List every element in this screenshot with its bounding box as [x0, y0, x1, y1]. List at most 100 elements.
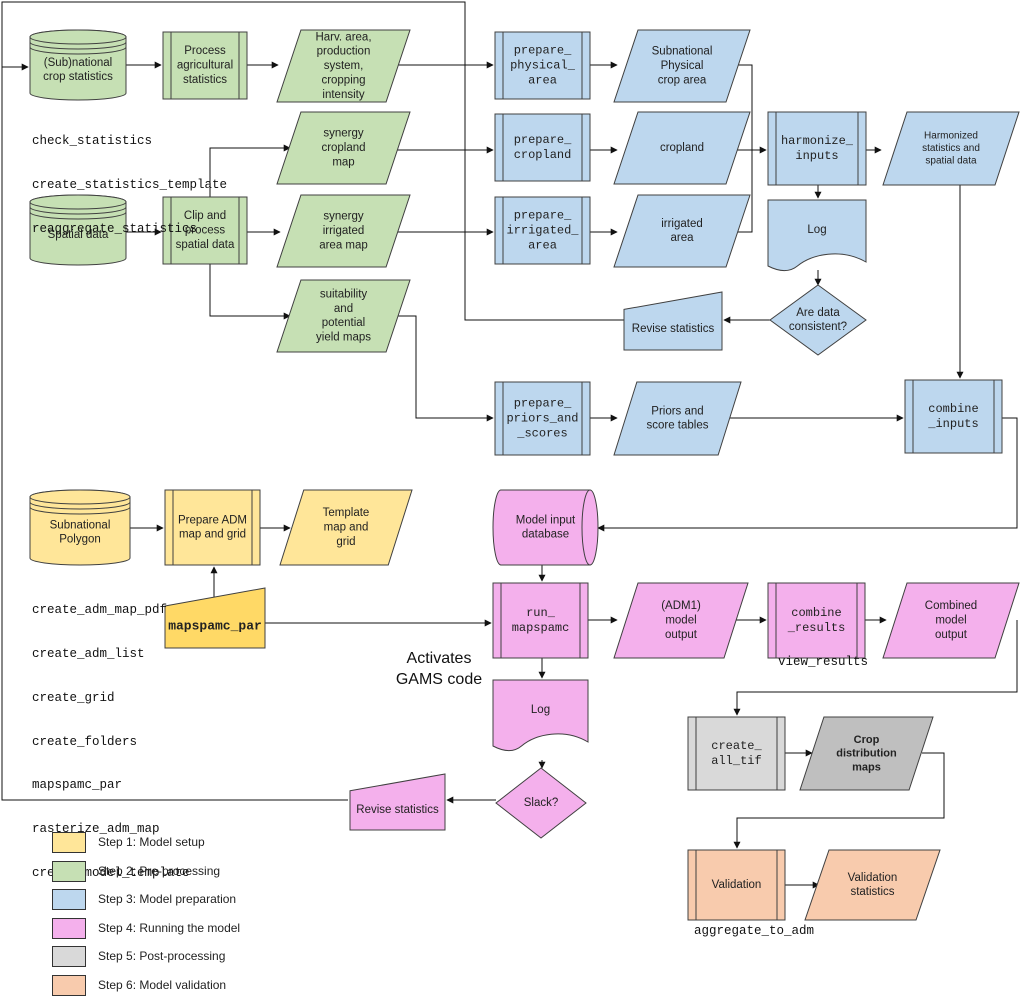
harmonize-inputs-node: harmonize_inputs: [767, 111, 867, 186]
legend-label: Step 3: Model preparation: [98, 892, 237, 906]
node-label: model: [935, 615, 966, 627]
node-label: Log: [531, 704, 550, 716]
combine-results-node: combine_results: [767, 582, 866, 659]
node-label: statistics and: [922, 143, 980, 154]
function-name: create_folders: [32, 734, 138, 749]
node-label: cropland: [660, 142, 704, 154]
prepare-cropland-node: prepare_cropland: [494, 113, 591, 182]
node-label: run_: [526, 606, 556, 620]
node-label: map and grid: [179, 529, 246, 541]
node-label: area: [528, 239, 557, 253]
legend-label: Step 1: Model setup: [98, 835, 205, 849]
node-label: map and: [324, 522, 369, 534]
legend-swatch: [52, 860, 86, 882]
node-label: irrigated: [323, 225, 365, 237]
connector-arrow: [733, 752, 945, 849]
node-label: score tables: [646, 420, 708, 432]
node-label: Harv. area,: [315, 31, 371, 43]
node-label: mapspamc: [512, 621, 570, 635]
node-label: potential: [322, 317, 365, 329]
harv-area-production-node: Harv. area,productionsystem,croppinginte…: [276, 29, 411, 103]
node-label: Physical: [661, 60, 704, 72]
node-label: Log: [807, 224, 826, 236]
node-label: combine: [791, 606, 841, 620]
node-label: maps: [852, 761, 881, 773]
node-label: statistics: [183, 74, 227, 86]
node-label: consistent?: [789, 321, 847, 333]
node-label: Crop: [854, 734, 880, 746]
node-label: _scores: [516, 427, 567, 441]
node-label: system,: [324, 60, 364, 72]
function-name: create_adm_map_pdf: [32, 603, 168, 618]
aggregate-to-adm-function: aggregate_to_adm: [694, 924, 815, 938]
legend-label: Step 6: Model validation: [98, 977, 227, 992]
node-label: physical_: [510, 59, 576, 73]
revise-statistics-top-node: Revise statistics: [623, 291, 723, 351]
view-results-function: view_results: [778, 655, 869, 669]
node-label: Model input: [516, 514, 576, 526]
node-label: model: [665, 615, 696, 627]
legend-swatch: [52, 917, 86, 939]
connector-arrow: [209, 264, 291, 320]
connector-arrow: [738, 150, 753, 233]
node-label: intensity: [322, 89, 364, 101]
legend-swatch: [52, 832, 86, 853]
legend-swatch: [52, 946, 86, 967]
revise-statistics-bottom-node: Revise statistics: [349, 773, 446, 831]
node-label: synergy: [323, 211, 364, 223]
node-label: statistics: [850, 886, 894, 898]
node-label: production: [317, 46, 371, 58]
node-label: (Sub)national: [44, 57, 112, 69]
node-label: _results: [787, 621, 846, 635]
node-label: area map: [319, 239, 368, 251]
connector-arrow: [1, 1, 624, 801]
node-label: Subnational: [50, 519, 111, 531]
node-label: all_tif: [711, 754, 761, 768]
synergy-irrigated-area-map-node: synergy irrigated area map: [276, 194, 411, 268]
cropland-node: cropland: [613, 111, 751, 185]
function-name: create_grid: [32, 690, 115, 705]
connector-arrow: [385, 315, 494, 422]
run-mapspamc-node: run_mapspamc: [492, 582, 589, 659]
node-label: Template: [323, 507, 370, 519]
node-label: Slack?: [524, 797, 559, 809]
node-label: Combined: [925, 600, 977, 612]
connector-lines: [1, 1, 1018, 889]
node-label: priors_and: [506, 412, 578, 426]
node-label: spatial data: [176, 239, 235, 251]
node-label: area: [670, 232, 694, 244]
node-label: prepare_: [514, 44, 572, 58]
node-label: Validation: [712, 879, 762, 891]
node-label: output: [935, 629, 968, 641]
function-name: check_statistics: [32, 134, 153, 149]
annotation-line: Activates: [406, 650, 472, 667]
node-label: irrigated: [661, 218, 703, 230]
function-name: reaggregate_statistics: [32, 221, 198, 236]
connector-arrow: [738, 64, 753, 150]
node-label: combine: [928, 402, 978, 416]
spatial-data-node: Spatial data: [29, 194, 127, 266]
node-label: and: [334, 303, 353, 315]
combined-model-output-node: Combined model output: [882, 582, 1020, 659]
node-label: Priors and: [651, 405, 703, 417]
node-label: output: [665, 629, 698, 641]
node-label: inputs: [795, 149, 838, 163]
node-label: process: [185, 225, 226, 237]
node-label: prepare_: [514, 397, 572, 411]
prepare-irrigated-area-node: prepare_irrigated_area: [494, 196, 591, 265]
connector-arrow: [597, 417, 1018, 532]
node-label: suitability: [320, 288, 368, 300]
